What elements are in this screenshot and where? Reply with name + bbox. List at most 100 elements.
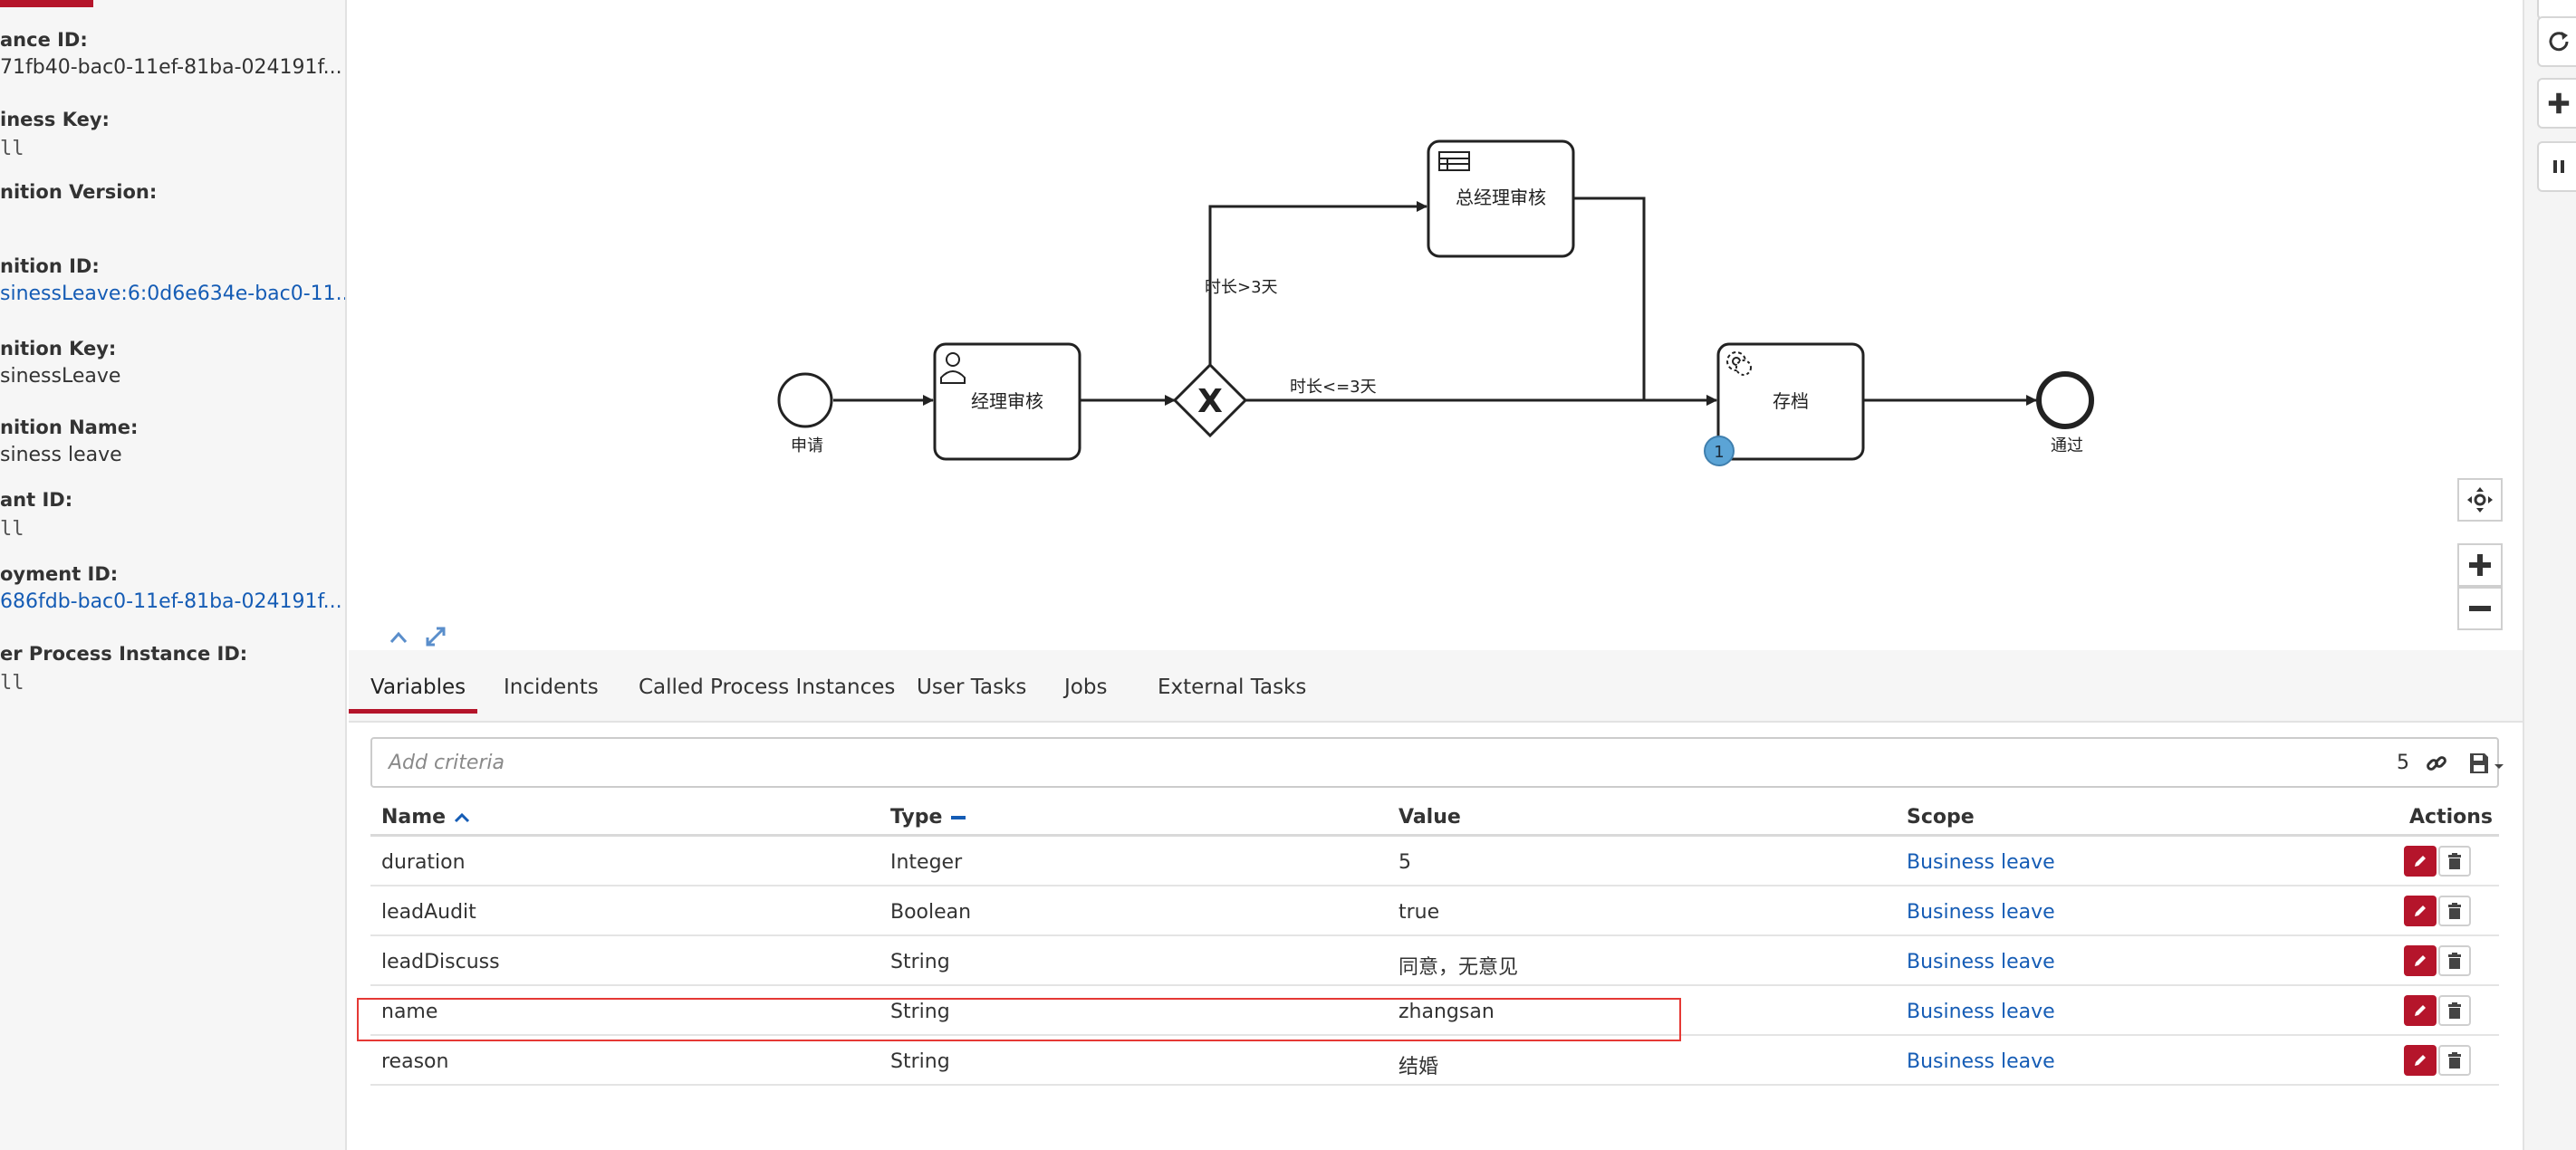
- tab-external-tasks[interactable]: External Tasks: [1158, 676, 1307, 699]
- cell-type: String: [890, 1050, 950, 1073]
- cell-value: zhangsan: [1399, 1001, 1495, 1023]
- badge-count: 1: [1714, 443, 1724, 462]
- deployment-id-link[interactable]: 686fdb-bac0-11ef-81ba-024191f...: [0, 590, 342, 613]
- trash-icon: [2448, 1052, 2461, 1069]
- edit-button[interactable]: [2404, 1045, 2437, 1076]
- pencil-icon: [2415, 955, 2426, 966]
- task-label: 经理审核: [971, 390, 1043, 412]
- reset-zoom-button[interactable]: [2457, 478, 2503, 522]
- cell-value: true: [1399, 901, 1440, 924]
- instance-details-sidebar: ance ID: 71fb40-bac0-11ef-81ba-024191f..…: [0, 0, 347, 1150]
- cell-name: duration: [381, 851, 466, 874]
- zoom-in-button[interactable]: [2457, 543, 2503, 587]
- field-label: nition Version:: [0, 181, 158, 203]
- running-instance-badge[interactable]: 1: [1704, 436, 1735, 466]
- tab-called-process-instances[interactable]: Called Process Instances: [639, 676, 896, 699]
- field-label: iness Key:: [0, 109, 110, 130]
- link-icon[interactable]: [2425, 752, 2448, 775]
- tab-jobs[interactable]: Jobs: [1064, 676, 1108, 699]
- field-label: ant ID:: [0, 489, 73, 511]
- sidebar-tab-indicator: [0, 0, 93, 7]
- delete-button[interactable]: [2438, 846, 2471, 877]
- crosshair-icon: [2467, 487, 2493, 513]
- edit-button[interactable]: [2404, 896, 2437, 926]
- delete-button[interactable]: [2438, 995, 2471, 1026]
- exclusive-gateway[interactable]: X: [1172, 362, 1248, 438]
- end-event-label: 通过: [2051, 436, 2083, 455]
- business-rule-task-icon: [1438, 151, 1470, 171]
- user-task-icon: [940, 352, 966, 384]
- refresh-button[interactable]: [2537, 16, 2576, 67]
- zoom-out-button[interactable]: [2457, 587, 2503, 630]
- field-value: ll: [0, 518, 24, 541]
- sequence-flows: [833, 196, 2037, 406]
- delete-button[interactable]: [2438, 896, 2471, 926]
- cell-scope-link[interactable]: Business leave: [1907, 901, 2055, 924]
- cell-type: String: [890, 1001, 950, 1023]
- search-criteria-input[interactable]: Add criteria 5: [370, 737, 2504, 788]
- table-row: name String zhangsan Business leave: [370, 986, 2499, 1036]
- pencil-icon: [2415, 856, 2426, 867]
- cell-name: leadDiscuss: [381, 951, 500, 973]
- flow-label-short: 时长<=3天: [1290, 378, 1377, 397]
- table-row: duration Integer 5 Business leave: [370, 837, 2499, 886]
- field-value: 71fb40-bac0-11ef-81ba-024191f...: [0, 56, 342, 79]
- delete-button[interactable]: [2438, 1045, 2471, 1076]
- start-event[interactable]: [777, 372, 833, 428]
- tab-variables[interactable]: Variables: [370, 676, 466, 699]
- definition-id-link[interactable]: sinessLeave:6:0d6e634e-bac0-11...: [0, 283, 347, 305]
- cell-type: Integer: [890, 851, 963, 874]
- bpmn-diagram-canvas[interactable]: 申请 经理审核 X 时长>3天 时长<=3天 总经理审核: [349, 0, 2523, 650]
- service-task-icon: [1726, 351, 1752, 376]
- field-value: siness leave: [0, 444, 122, 466]
- active-tab-indicator: [349, 709, 477, 714]
- column-header-type[interactable]: Type: [890, 806, 967, 829]
- table-row: leadDiscuss String 同意，无意见 Business leave: [370, 936, 2499, 986]
- right-toolbar: [2523, 0, 2576, 1150]
- trash-icon: [2448, 1002, 2461, 1019]
- tab-user-tasks[interactable]: User Tasks: [917, 676, 1027, 699]
- column-header-scope: Scope: [1907, 806, 1975, 829]
- field-value: sinessLeave: [0, 365, 121, 388]
- cell-scope-link[interactable]: Business leave: [1907, 951, 2055, 973]
- edit-button[interactable]: [2404, 945, 2437, 976]
- trash-icon: [2448, 953, 2461, 969]
- sort-neutral-icon: [951, 816, 966, 819]
- cell-scope-link[interactable]: Business leave: [1907, 1050, 2055, 1073]
- task-manager-review[interactable]: 经理审核: [933, 342, 1081, 461]
- gateway-symbol: X: [1197, 383, 1223, 420]
- refresh-icon: [2549, 32, 2569, 52]
- collapse-icon[interactable]: [389, 631, 408, 643]
- table-header: Name Type Value Scope Actions: [370, 788, 2499, 837]
- field-label: nition Name:: [0, 417, 139, 438]
- column-header-name[interactable]: Name: [381, 806, 471, 829]
- detail-tabs: Variables Incidents Called Process Insta…: [349, 650, 2523, 723]
- sort-ascending-icon: [454, 812, 469, 823]
- save-search-icon[interactable]: [2466, 750, 2508, 777]
- cell-scope-link[interactable]: Business leave: [1907, 1001, 2055, 1023]
- cell-name: name: [381, 1001, 438, 1023]
- cell-scope-link[interactable]: Business leave: [1907, 851, 2055, 874]
- field-value: ll: [0, 672, 24, 695]
- edit-button[interactable]: [2404, 995, 2437, 1026]
- task-general-manager-review[interactable]: 总经理审核: [1427, 139, 1575, 258]
- edit-button[interactable]: [2404, 846, 2437, 877]
- tab-incidents[interactable]: Incidents: [504, 676, 599, 699]
- suspend-button[interactable]: [2537, 141, 2576, 192]
- delete-button[interactable]: [2438, 945, 2471, 976]
- trash-icon: [2448, 903, 2461, 919]
- add-button[interactable]: [2537, 78, 2576, 129]
- plus-icon: [2469, 554, 2491, 576]
- fullscreen-icon[interactable]: [426, 627, 446, 647]
- pause-icon: [2553, 160, 2564, 173]
- trash-icon: [2448, 853, 2461, 869]
- field-label: nition ID:: [0, 255, 100, 277]
- cell-type: String: [890, 951, 950, 973]
- cell-value: 同意，无意见: [1399, 956, 1519, 979]
- end-event[interactable]: [2036, 371, 2094, 429]
- cell-value: 结婚: [1399, 1056, 1439, 1078]
- task-archive[interactable]: 存档: [1716, 342, 1865, 461]
- field-label: oyment ID:: [0, 563, 119, 585]
- plus-icon: [2548, 92, 2570, 114]
- column-header-actions: Actions: [2409, 806, 2493, 829]
